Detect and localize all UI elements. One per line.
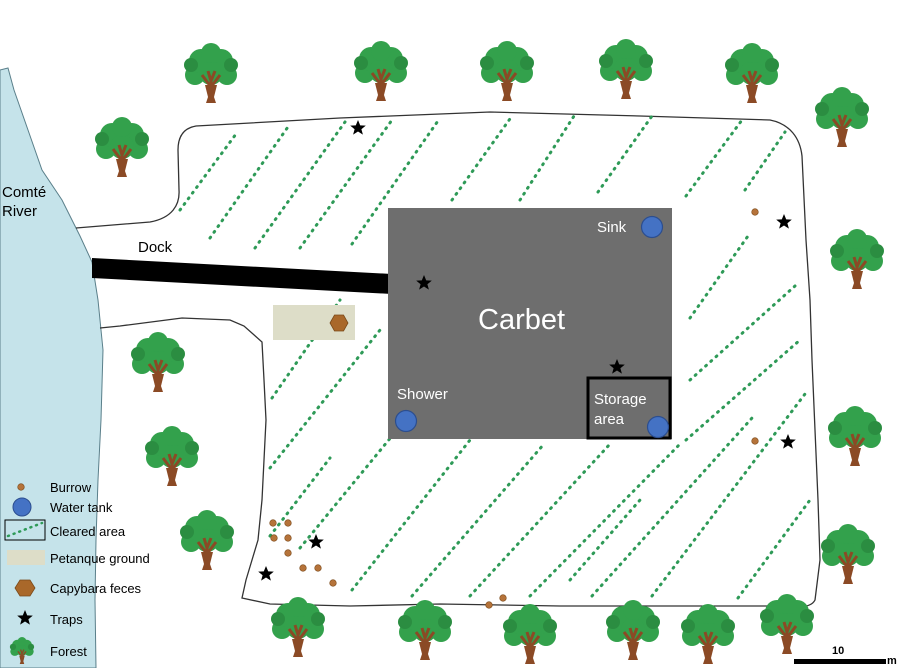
tree-icon	[478, 39, 536, 103]
water-tank-storage	[646, 415, 670, 439]
storage-label-line1: Storage	[594, 391, 647, 408]
trap-star-icon	[350, 120, 366, 135]
tree-icon	[758, 592, 816, 656]
burrow-dot	[499, 594, 507, 602]
cleared-area-boundary	[75, 111, 821, 608]
carbet-label: Carbet	[478, 304, 565, 336]
legend: Burrow Water tank Cleared area Petanque …	[4, 480, 150, 665]
capybara-feces-marker	[329, 314, 349, 332]
burrow-dot	[284, 534, 292, 542]
tree-icon	[819, 522, 877, 586]
legend-label-forest: Forest	[50, 644, 87, 659]
tree-icon	[352, 39, 410, 103]
tree-icon	[93, 115, 151, 179]
tree-icon	[679, 602, 737, 666]
burrow-dot	[270, 534, 278, 542]
river-label-line2: River	[2, 203, 37, 220]
tree-icon	[723, 41, 781, 105]
storage-area-box	[586, 376, 672, 440]
tree-icon	[269, 595, 327, 659]
scale-bar: 10 m	[794, 645, 897, 667]
water-tank-circle-icon	[12, 497, 32, 517]
burrow-dot	[299, 564, 307, 572]
trap-star-icon	[776, 214, 792, 229]
water-tank-shower	[394, 409, 418, 433]
legend-label-capybara: Capybara feces	[50, 581, 142, 596]
scale-bar-value: 10	[832, 645, 844, 657]
tree-icon	[604, 598, 662, 662]
river-label-line1: Comté	[2, 184, 46, 201]
burrow-dot	[751, 437, 759, 445]
dock	[92, 258, 392, 294]
tree-icon	[828, 227, 886, 291]
tree-icon	[813, 85, 871, 149]
tree-icon	[178, 508, 236, 572]
trap-star-icon	[780, 434, 796, 449]
legend-label-petanque: Petanque ground	[50, 551, 150, 566]
hexagon-icon	[14, 579, 36, 597]
cleared-area-dots	[178, 114, 812, 600]
legend-label-burrow: Burrow	[50, 480, 92, 495]
burrow-dot	[284, 549, 292, 557]
burrow-dot	[269, 519, 277, 527]
tree-icon	[501, 602, 559, 666]
burrow-dot	[751, 208, 759, 216]
comte-river	[0, 67, 104, 668]
scale-bar-unit: m	[887, 655, 897, 667]
burrow-dot	[314, 564, 322, 572]
cleared-area-icon	[4, 519, 46, 541]
tree-icon	[826, 404, 884, 468]
carbet-building	[388, 208, 672, 439]
tree-icon	[597, 37, 655, 101]
storage-label-line2: area	[594, 411, 625, 428]
legend-label-water-tank: Water tank	[50, 500, 113, 515]
burrows	[269, 208, 759, 609]
burrow-dot-icon	[17, 483, 25, 491]
legend-label-traps: Traps	[50, 612, 83, 627]
burrow-dot	[284, 519, 292, 527]
water-tank-sink	[640, 215, 664, 239]
trap-star-icon	[258, 566, 274, 581]
shower-label: Shower	[397, 386, 448, 403]
tree-icon	[129, 330, 187, 394]
burrow-dot	[485, 601, 493, 609]
tree-icon	[182, 41, 240, 105]
sink-label: Sink	[597, 219, 627, 236]
legend-label-cleared-area: Cleared area	[50, 524, 126, 539]
tree-icon	[143, 424, 201, 488]
dock-label: Dock	[138, 239, 173, 256]
burrow-dot	[329, 579, 337, 587]
tree-icon	[396, 598, 454, 662]
petanque-rect-icon	[7, 550, 45, 565]
